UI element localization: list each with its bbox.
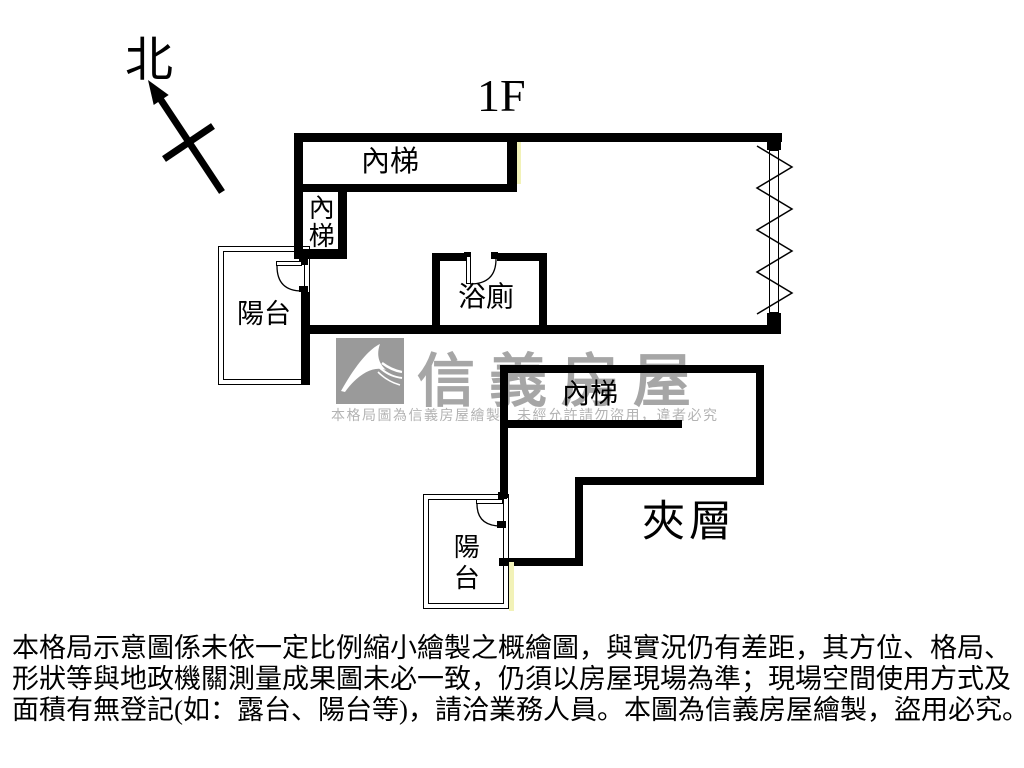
mezz-left-wall bbox=[500, 365, 508, 498]
f1-small-stairs-bottom-wall bbox=[294, 249, 347, 259]
mezz-balcony-outline-outer bbox=[423, 494, 509, 609]
mezz-bottom-wall-left bbox=[499, 558, 583, 566]
bath-right-wall bbox=[539, 253, 547, 325]
bath-door-hinge-block bbox=[491, 252, 498, 259]
f1-bottom-wall bbox=[301, 325, 781, 334]
sinyi-logo-icon bbox=[336, 338, 404, 404]
bath-top-wall-left bbox=[432, 253, 467, 261]
f1-stairs-bottom-wall bbox=[294, 184, 517, 192]
f1-door-hinge-block bbox=[299, 286, 308, 292]
f1-stairs-main-label: 內梯 bbox=[361, 146, 420, 178]
f1-balcony-outline-outer bbox=[218, 246, 310, 385]
watermark-brand-text: 信義房屋 bbox=[417, 349, 706, 414]
disclaimer-line: 本格局示意圖係未依一定比例縮小繪製之概繪圖，與實況仍有差距，其方位、格局、 bbox=[12, 633, 1011, 663]
f1-stairs-small-label: 內梯 bbox=[305, 194, 335, 250]
north-label: 北 bbox=[125, 34, 174, 87]
mezz-balcony-label: 陽台 bbox=[450, 533, 480, 595]
f1-small-stairs-right-wall bbox=[338, 184, 347, 259]
disclaimer-text: 本格局示意圖係未依一定比例縮小繪製之概繪圖，與實況仍有差距，其方位、格局、 形狀… bbox=[12, 633, 1024, 726]
f1-balcony-label: 陽台 bbox=[237, 299, 291, 329]
mezz-stairs-bottom-wall bbox=[502, 420, 682, 428]
f1-right-corner-bottom bbox=[767, 313, 781, 328]
mezz-top-wall bbox=[502, 365, 764, 373]
f1-door-hinge-block bbox=[299, 259, 308, 265]
bathroom-label: 浴廁 bbox=[458, 282, 515, 313]
f1-highlight-strip bbox=[517, 142, 521, 184]
disclaimer-line: 形狀等與地政機關測量成果圖未必一致，仍須以房屋現場為準；現場空間使用方式及 bbox=[12, 664, 1011, 694]
f1-title: 1F bbox=[477, 70, 526, 121]
bath-door-hinge-block bbox=[464, 252, 471, 259]
f1-left-wall-lower bbox=[301, 292, 310, 384]
f1-stairs-right-wall bbox=[507, 133, 517, 192]
mezz-door-hinge-block bbox=[497, 521, 506, 528]
mezz-right-wall bbox=[756, 365, 764, 485]
f1-balcony-outline-inner bbox=[223, 251, 305, 380]
mezz-step-wall bbox=[575, 477, 583, 566]
mezz-stairs-label: 內梯 bbox=[562, 379, 619, 410]
mezz-title: 夾層 bbox=[642, 499, 736, 546]
mezz-highlight-strip bbox=[509, 562, 514, 611]
f1-top-wall bbox=[294, 133, 782, 142]
mezz-bottom-wall-right bbox=[575, 477, 764, 485]
f1-left-wall-upper bbox=[294, 133, 303, 259]
bath-top-wall-right bbox=[497, 253, 547, 261]
f1-balcony-door-panel bbox=[276, 261, 302, 266]
disclaimer-line: 面積有無登記(如：露台、陽台等)，請洽業務人員。本圖為信義房屋繪製，盜用必究。 bbox=[12, 695, 1024, 725]
mezz-balcony-outline-inner bbox=[428, 499, 504, 604]
bath-left-wall bbox=[432, 253, 440, 325]
mezz-door-hinge-block bbox=[498, 492, 507, 499]
